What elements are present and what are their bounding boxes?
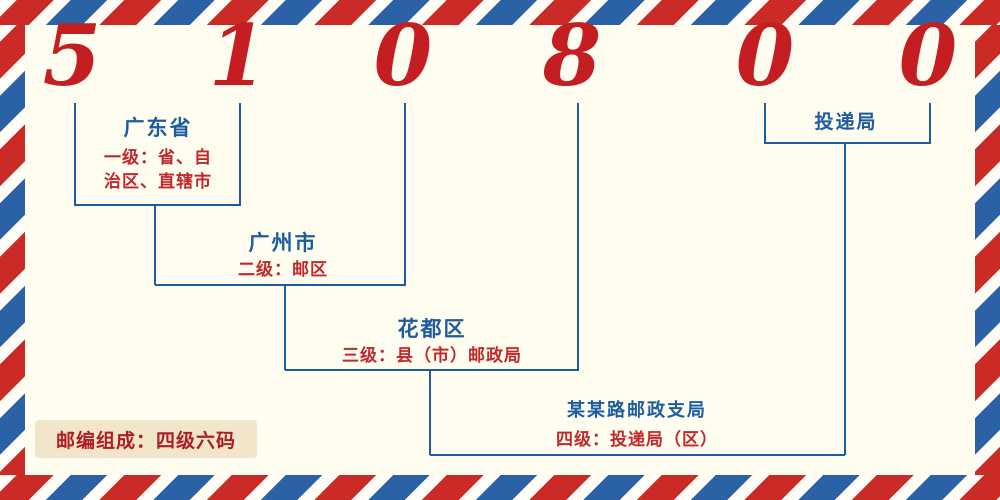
postal-digit-2: 1 — [208, 6, 268, 105]
postal-digit-6: 0 — [898, 6, 958, 105]
county-name-label: 花都区 — [397, 317, 467, 341]
province-desc-line1: 一级：省、自 — [104, 148, 212, 168]
county-desc: 三级：县（市）邮政局 — [342, 346, 522, 366]
branch-desc: 四级：投递局（区） — [556, 430, 718, 450]
composition-text: 邮编组成：四级六码 — [55, 429, 236, 452]
branch-name-label: 某某路邮政支局 — [567, 400, 707, 421]
airmail-border-left — [0, 25, 25, 475]
city-desc: 二级：邮区 — [238, 260, 328, 280]
delivery-office-label: 投递局 — [814, 111, 878, 133]
airmail-border-bottom — [0, 475, 1000, 500]
city-name-label: 广州市 — [248, 231, 318, 255]
bracket-province — [74, 103, 241, 206]
postal-digit-4: 8 — [542, 6, 602, 105]
airmail-border-top — [0, 0, 1000, 25]
bracket-city — [155, 103, 406, 286]
bracket-county — [285, 103, 579, 371]
postal-digit-5: 0 — [735, 6, 795, 105]
postal-digit-1: 5 — [42, 6, 102, 105]
composition-badge: 邮编组成：四级六码 — [35, 420, 257, 458]
province-name-label: 广东省 — [123, 116, 193, 140]
airmail-border-right — [975, 25, 1000, 475]
bracket-delivery — [764, 103, 931, 144]
province-desc-line2: 治区、直辖市 — [104, 172, 212, 192]
postal-digit-3: 0 — [373, 6, 433, 105]
